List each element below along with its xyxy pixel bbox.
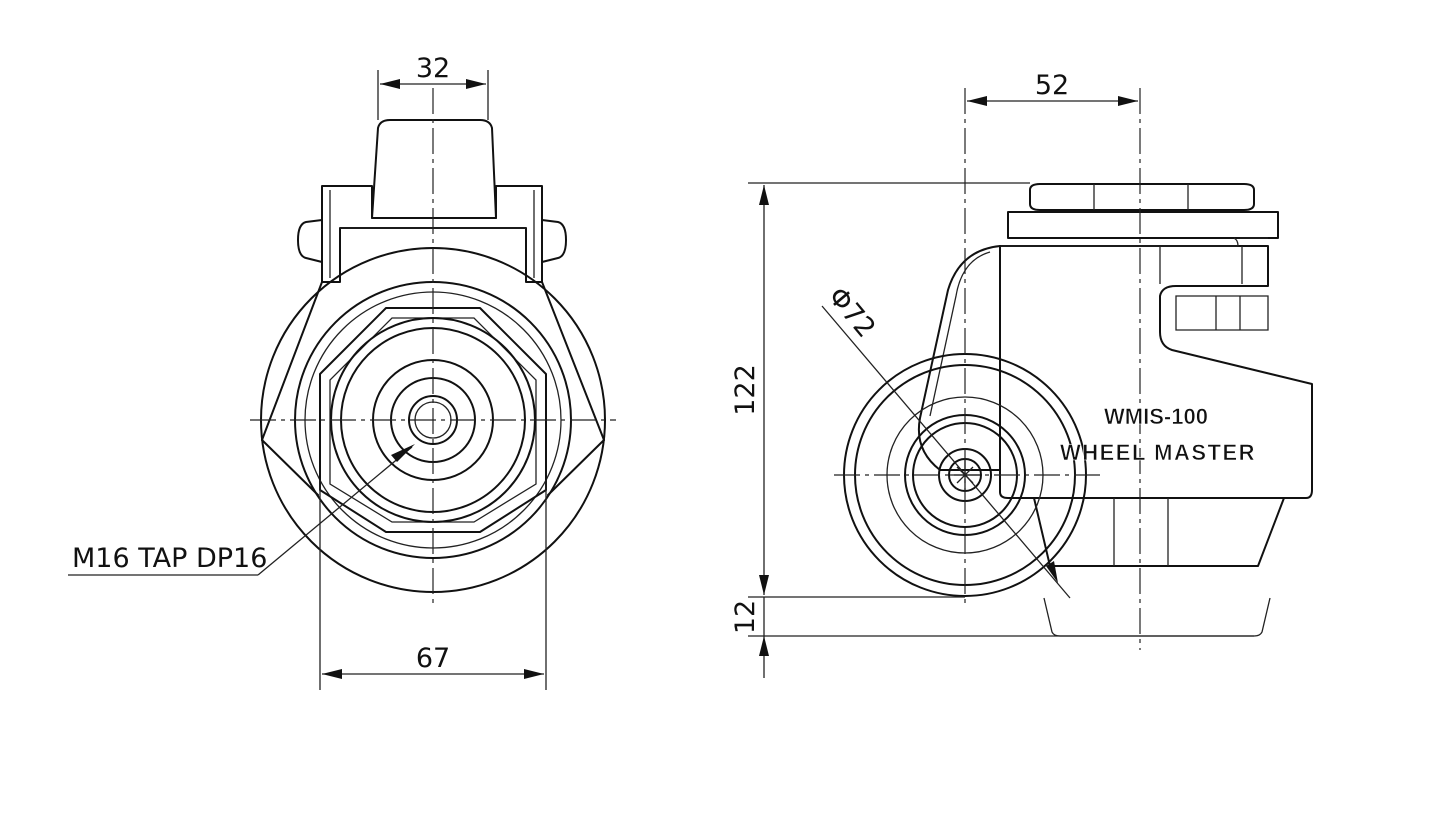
side-top-plate xyxy=(1029,183,1255,211)
front-view xyxy=(250,88,616,605)
side-dim-52-label: 52 xyxy=(1035,70,1069,101)
side-dim-52: 52 xyxy=(967,70,1138,106)
side-base-cup xyxy=(1033,497,1285,567)
front-dim-32: 32 xyxy=(377,53,489,120)
side-dim-diameter-label: Φ72 xyxy=(822,281,881,344)
side-body xyxy=(999,245,1313,499)
front-dim-32-label: 32 xyxy=(416,53,450,84)
front-dim-67-label: 67 xyxy=(416,643,450,674)
side-flange xyxy=(1007,211,1279,239)
front-dim-67: 67 xyxy=(319,480,547,690)
side-dim-12-label: 12 xyxy=(730,600,761,634)
front-left-nut xyxy=(297,219,323,263)
side-label-model: WMIS-100 xyxy=(1104,404,1208,429)
side-label-brand: WHEEL MASTER xyxy=(1060,440,1256,465)
front-callout-label: M16 TAP DP16 xyxy=(72,543,267,574)
front-callout: M16 TAP DP16 xyxy=(68,444,415,576)
front-stem xyxy=(371,119,497,219)
side-dim-122: 122 xyxy=(730,182,1030,598)
side-bracket-arm xyxy=(918,245,1001,471)
front-right-nut xyxy=(541,219,567,263)
side-dim-122-label: 122 xyxy=(730,364,761,416)
side-dim-12: 12 xyxy=(730,597,1254,678)
front-hex-nut xyxy=(319,307,547,533)
side-view xyxy=(834,88,1313,650)
